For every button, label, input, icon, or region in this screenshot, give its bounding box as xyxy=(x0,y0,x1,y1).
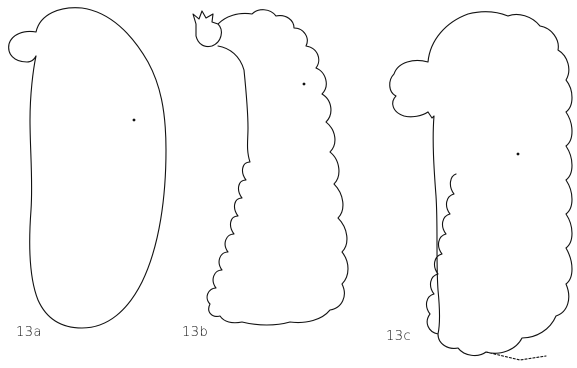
specimen-13b-spiracle xyxy=(303,83,306,86)
figure-label-13a: 13a xyxy=(16,325,42,340)
figure-label-13c: 13c xyxy=(386,329,411,344)
specimen-13c-body xyxy=(427,12,572,356)
specimen-13b-body xyxy=(207,10,348,325)
specimen-13c-head xyxy=(390,61,428,117)
figure-label-13b: 13b xyxy=(182,325,208,340)
specimen-13c-spiracle xyxy=(517,153,520,156)
specimen-13c-venter xyxy=(428,112,440,334)
specimen-13c xyxy=(390,12,572,360)
specimen-13a xyxy=(9,8,166,328)
specimen-13a-body xyxy=(30,8,166,328)
specimen-13b xyxy=(193,10,348,325)
specimen-13b-head xyxy=(193,11,221,47)
specimen-13a-head xyxy=(9,32,36,63)
specimen-13a-spiracle xyxy=(133,119,136,122)
